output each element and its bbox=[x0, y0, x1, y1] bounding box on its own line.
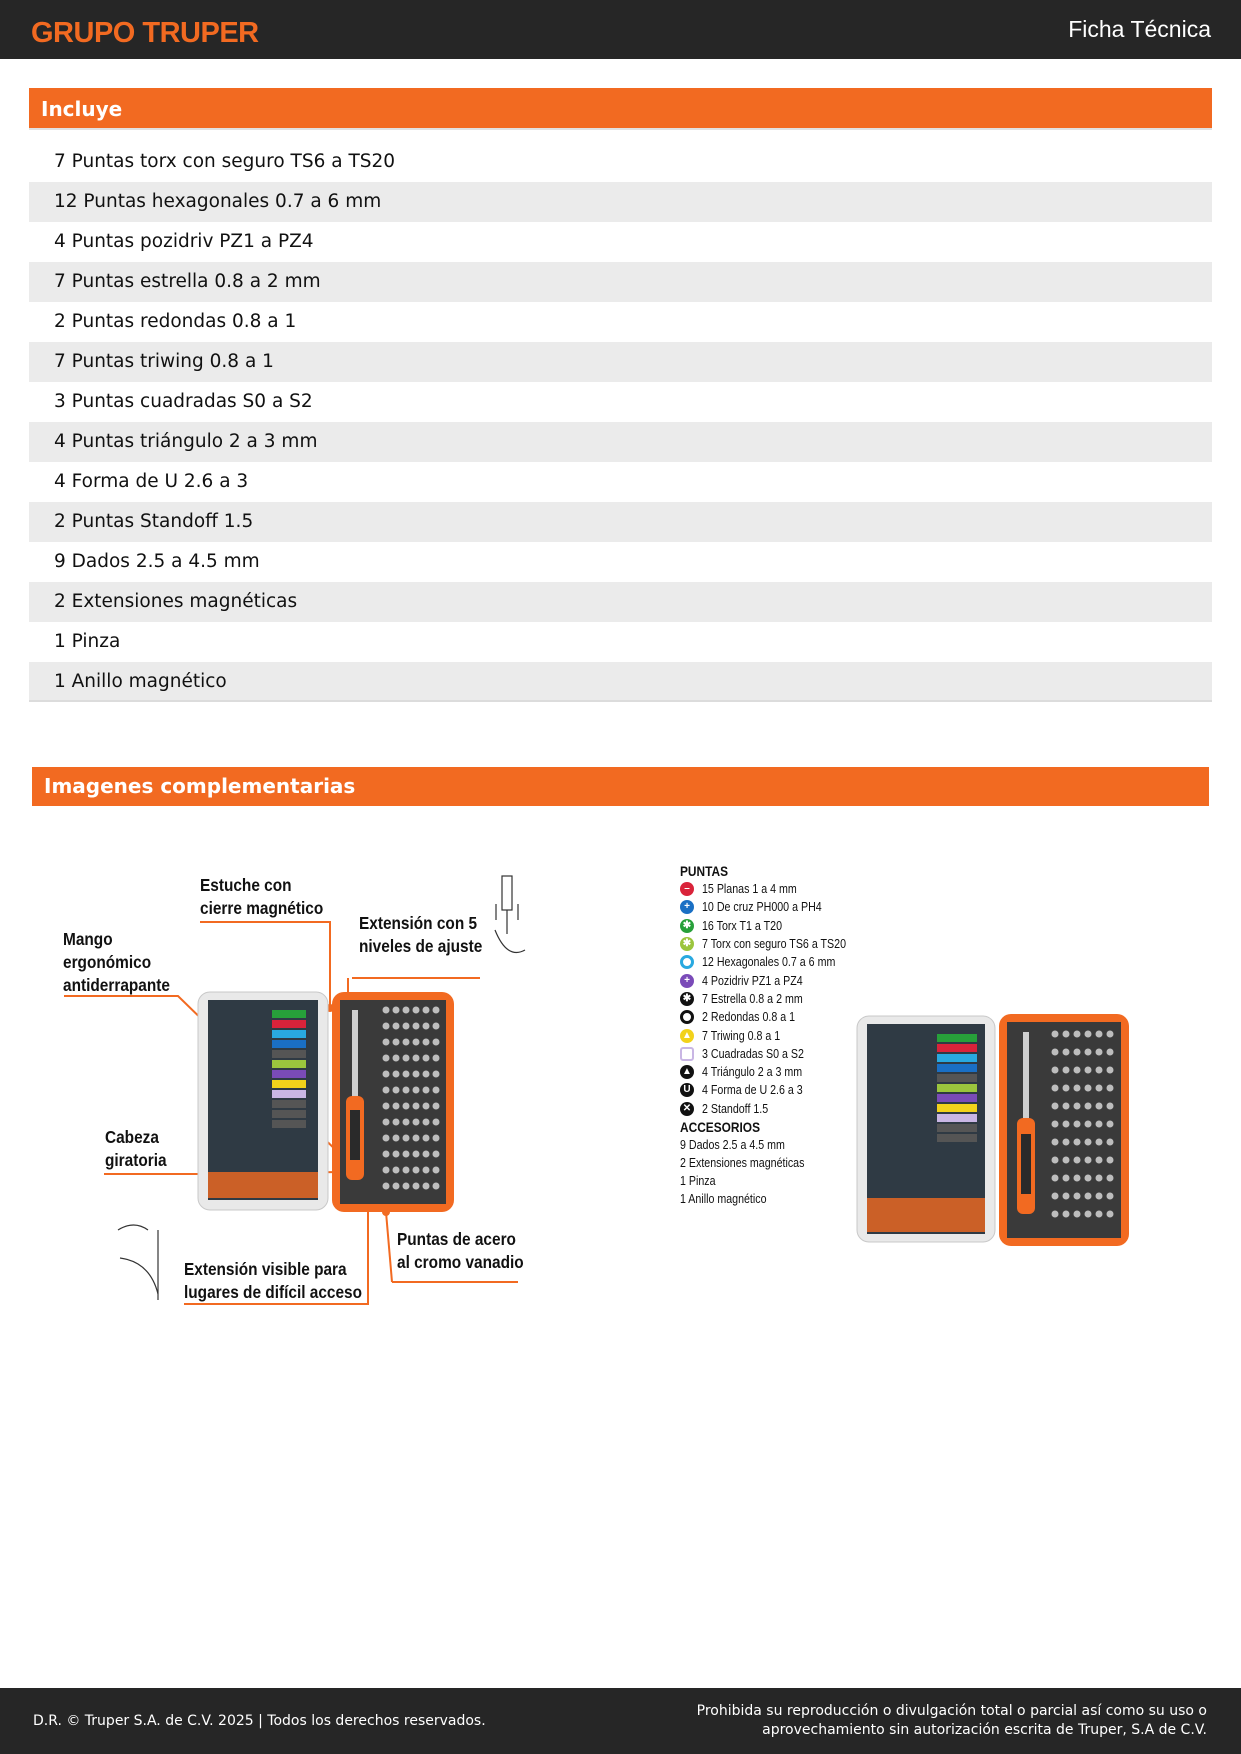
accessory-item: 2 Extensiones magnéticas bbox=[680, 1154, 805, 1170]
legend-item: 2 Redondas 0.8 a 1 bbox=[680, 1008, 878, 1026]
tip-type-icon: ✱ bbox=[680, 918, 694, 933]
annotated-product-image bbox=[64, 875, 526, 1305]
legend-item: –15 Planas 1 a 4 mm bbox=[680, 880, 878, 898]
legend-item: +10 De cruz PH000 a PH4 bbox=[680, 898, 878, 916]
accessory-item: 9 Dados 2.5 a 4.5 mm bbox=[680, 1136, 785, 1152]
list-item: 7 Puntas torx con seguro TS6 a TS20 bbox=[54, 151, 396, 172]
tip-type-icon: ▲ bbox=[680, 1028, 694, 1043]
list-item: 7 Puntas estrella 0.8 a 2 mm bbox=[29, 262, 1212, 302]
copyright-text: D.R. © Truper S.A. de C.V. 2025 | Todos … bbox=[33, 1713, 486, 1729]
list-item: 12 Puntas hexagonales 0.7 a 6 mm bbox=[29, 182, 1212, 222]
document-type-title: Ficha Técnica bbox=[1068, 16, 1211, 42]
legend-item: ✱7 Torx con seguro TS6 a TS20 bbox=[680, 935, 878, 953]
list-item: 2 Puntas Standoff 1.5 bbox=[29, 502, 1212, 542]
tip-type-icon: ✱ bbox=[680, 937, 694, 952]
legend-item: 12 Hexagonales 0.7 a 6 mm bbox=[680, 953, 878, 971]
accessory-item: 1 Anillo magnético bbox=[680, 1190, 767, 1206]
callout-bits: Puntas de acero al cromo vanadio bbox=[397, 1229, 524, 1272]
list-item: 4 Puntas pozidriv PZ1 a PZ4 bbox=[54, 231, 314, 252]
legend-item: ✱16 Torx T1 a T20 bbox=[680, 917, 878, 935]
page-header: GRUPO TRUPER Ficha Técnica bbox=[0, 0, 1241, 59]
legend-item: ✱7 Estrella 0.8 a 2 mm bbox=[680, 990, 878, 1008]
list-item: 4 Puntas triángulo 2 a 3 mm bbox=[29, 422, 1212, 462]
list-item: 4 Forma de U 2.6 a 3 bbox=[54, 471, 249, 492]
legal-notice: Prohibida su reproducción o divulgación … bbox=[696, 1703, 1207, 1738]
list-item: 1 Pinza bbox=[54, 631, 121, 652]
accessories-title: ACCESORIOS bbox=[680, 1118, 761, 1135]
list-item: 7 Puntas triwing 0.8 a 1 bbox=[29, 342, 1212, 382]
list-item: 1 Anillo magnético bbox=[29, 662, 1212, 702]
includes-list: 7 Puntas torx con seguro TS6 a TS20 12 P… bbox=[29, 142, 1212, 702]
accessory-item: 1 Pinza bbox=[680, 1172, 716, 1188]
callout-case: Estuche con cierre magnético bbox=[200, 875, 324, 918]
tip-type-icon: – bbox=[680, 882, 694, 897]
legend-item: ▲4 Triángulo 2 a 3 mm bbox=[680, 1063, 878, 1081]
callout-flex-extension: Extensión visible para lugares de difíci… bbox=[184, 1259, 363, 1302]
tip-type-icon: ▲ bbox=[680, 1065, 694, 1080]
list-item: 3 Puntas cuadradas S0 a S2 bbox=[54, 391, 313, 412]
legend-item: 3 Cuadradas S0 a S2 bbox=[680, 1045, 878, 1063]
tip-type-icon bbox=[680, 1046, 694, 1061]
legend-item: ✕2 Standoff 1.5 bbox=[680, 1100, 878, 1118]
list-item: 2 Puntas redondas 0.8 a 1 bbox=[54, 311, 297, 332]
callout-extension: Extensión con 5 niveles de ajuste bbox=[359, 913, 483, 956]
product-photo bbox=[856, 1014, 1129, 1246]
tip-type-icon: ✱ bbox=[680, 991, 694, 1006]
tip-type-icon bbox=[680, 1010, 694, 1025]
brand-logo: GRUPO TRUPER bbox=[31, 17, 259, 49]
list-item: 9 Dados 2.5 a 4.5 mm bbox=[54, 551, 260, 572]
tip-type-icon: + bbox=[680, 973, 694, 988]
legend-item: ▲7 Triwing 0.8 a 1 bbox=[680, 1026, 878, 1044]
tip-type-icon: U bbox=[680, 1083, 694, 1098]
includes-section-title: Incluye bbox=[29, 88, 1212, 130]
tips-legend: PUNTAS –15 Planas 1 a 4 mm +10 De cruz P… bbox=[680, 862, 878, 1208]
callout-head: Cabeza giratoria bbox=[105, 1127, 167, 1170]
tip-type-icon bbox=[680, 955, 694, 970]
images-section-title: Imagenes complementarias bbox=[32, 767, 1209, 806]
tip-type-icon: ✕ bbox=[680, 1101, 694, 1116]
callout-handle: Mango ergonómico antiderrapante bbox=[63, 929, 170, 995]
list-item: 2 Extensiones magnéticas bbox=[29, 582, 1212, 622]
tips-title: PUNTAS bbox=[680, 863, 729, 879]
legend-item: +4 Pozidriv PZ1 a PZ4 bbox=[680, 971, 878, 989]
tip-type-icon: + bbox=[680, 900, 694, 915]
page-footer: D.R. © Truper S.A. de C.V. 2025 | Todos … bbox=[0, 1688, 1241, 1754]
